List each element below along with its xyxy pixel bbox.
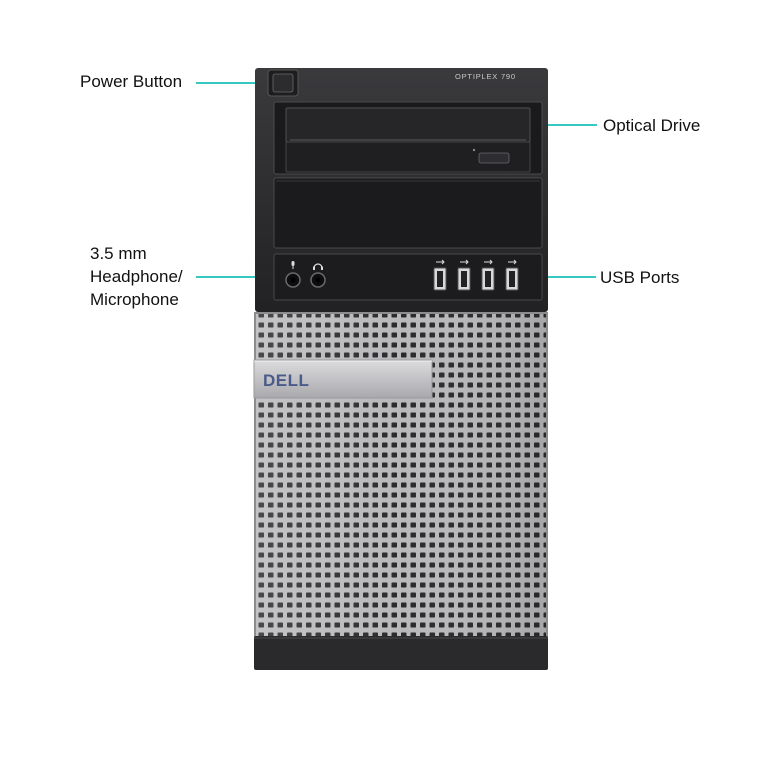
label-power-button: Power Button [80,72,183,91]
tower-base [254,636,548,670]
model-badge: OPTIPLEX 790 [455,72,516,81]
usb-port[interactable] [505,267,519,291]
usb-icon [436,259,445,265]
leader-power-button [196,82,266,84]
label-audio-line3: Microphone [90,290,179,309]
usb-port[interactable] [433,267,447,291]
dell-logo-plate [253,359,433,399]
microphone-icon [291,261,295,269]
usb-ports [433,259,519,291]
io-panel [273,253,543,301]
usb-icon [484,259,493,265]
label-audio-line1: 3.5 mm [90,244,147,263]
usb-icon [460,259,469,265]
leader-usb [520,276,596,278]
eject-button[interactable] [478,152,510,164]
label-audio-line2: Headphone/ [90,267,183,286]
blank-drive-bay [273,177,543,249]
headphone-icon [313,263,323,270]
usb-port[interactable] [457,267,471,291]
headphone-jack[interactable] [310,272,326,288]
usb-icon [508,259,517,265]
leader-audio [196,276,280,278]
leader-optical-drive [507,124,597,126]
label-usb-ports: USB Ports [600,268,680,287]
power-button[interactable] [267,69,299,97]
label-optical-drive: Optical Drive [603,116,701,135]
optical-drive [273,101,543,175]
usb-port[interactable] [481,267,495,291]
dell-logo: DELL [263,371,309,390]
microphone-jack[interactable] [285,272,301,288]
